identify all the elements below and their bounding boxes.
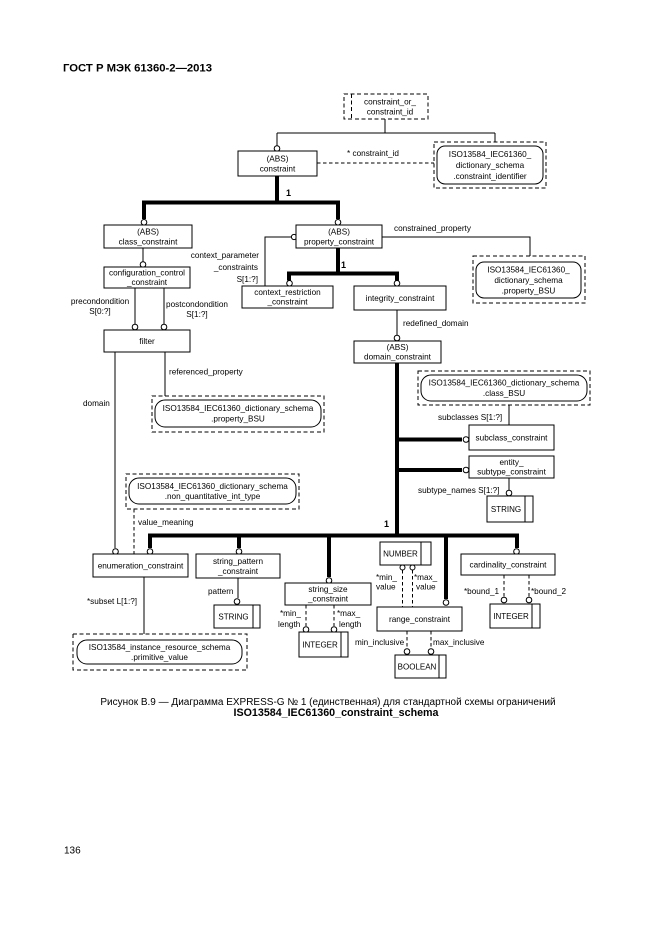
svg-text:_constraint: _constraint	[126, 278, 168, 287]
svg-text:ISO13584_IEC61360_: ISO13584_IEC61360_	[487, 265, 570, 274]
svg-text:subclasses S[1:?]: subclasses S[1:?]	[438, 413, 502, 422]
svg-text:ISO13584_IEC61360_dictionary_s: ISO13584_IEC61360_dictionary_schema	[429, 379, 580, 388]
svg-text:_constraint: _constraint	[266, 298, 308, 307]
svg-text:*min_: *min_	[280, 609, 301, 618]
svg-text:(ABS): (ABS)	[267, 154, 289, 163]
svg-text:subclass_constraint: subclass_constraint	[476, 433, 549, 442]
svg-text:BOOLEAN: BOOLEAN	[398, 662, 437, 671]
svg-text:value: value	[376, 583, 396, 592]
svg-text:Рисунок В.9 — Диаграмма EXPRES: Рисунок В.9 — Диаграмма EXPRESS-G № 1 (е…	[100, 697, 555, 708]
svg-text:136: 136	[64, 846, 81, 857]
svg-text:ISO13584_IEC61360_dictionary_s: ISO13584_IEC61360_dictionary_schema	[163, 404, 314, 413]
svg-text:context_restriction: context_restriction	[254, 288, 321, 297]
svg-text:1: 1	[341, 260, 346, 270]
svg-text:range_constraint: range_constraint	[389, 615, 451, 624]
svg-text:(ABS): (ABS)	[137, 227, 159, 236]
svg-text:*min_: *min_	[376, 573, 397, 582]
svg-text:value: value	[416, 583, 436, 592]
svg-text:* constraint_id: * constraint_id	[347, 149, 399, 158]
svg-text:length: length	[339, 620, 362, 629]
svg-text:domain: domain	[83, 399, 110, 408]
svg-text:ISO13584_IEC61360_dictionary_s: ISO13584_IEC61360_dictionary_schema	[137, 482, 288, 491]
svg-text:value_meaning: value_meaning	[138, 518, 194, 527]
svg-text:INTEGER: INTEGER	[302, 640, 338, 649]
svg-text:cardinality_constraint: cardinality_constraint	[470, 560, 548, 569]
svg-text:constraint: constraint	[260, 164, 296, 173]
svg-text:subtype_names S[1:?]: subtype_names S[1:?]	[418, 486, 499, 495]
svg-text:(ABS): (ABS)	[328, 227, 350, 236]
svg-text:constraint_id: constraint_id	[367, 108, 414, 117]
svg-text:subtype_constraint: subtype_constraint	[477, 468, 546, 477]
svg-text:dictionary_schema: dictionary_schema	[494, 276, 563, 285]
svg-text:ГОСТ Р МЭК 61360-2—2013: ГОСТ Р МЭК 61360-2—2013	[63, 63, 212, 75]
svg-text:min_inclusive: min_inclusive	[355, 638, 405, 647]
svg-text:string_pattern: string_pattern	[213, 557, 264, 566]
svg-text:.primitive_value: .primitive_value	[131, 653, 188, 662]
svg-text:context_parameter: context_parameter	[191, 251, 260, 260]
svg-text:dictionary_schema: dictionary_schema	[456, 161, 525, 170]
svg-text:(ABS): (ABS)	[387, 343, 409, 352]
svg-text:*bound_2: *bound_2	[531, 587, 567, 596]
svg-text:*bound_1: *bound_1	[464, 587, 500, 596]
svg-text:referenced_property: referenced_property	[169, 368, 244, 377]
svg-text:_constraints: _constraints	[213, 263, 258, 272]
svg-text:entity_: entity_	[499, 458, 524, 467]
svg-text:configuration_control: configuration_control	[109, 269, 185, 278]
svg-text:STRING: STRING	[491, 505, 521, 514]
svg-text:domain_constraint: domain_constraint	[364, 353, 432, 362]
svg-text:.property_BSU: .property_BSU	[211, 415, 265, 424]
svg-text:property_constraint: property_constraint	[304, 237, 375, 246]
svg-text:postcondondition: postcondondition	[166, 300, 228, 309]
svg-text:length: length	[278, 620, 301, 629]
svg-text:enumeration_constraint: enumeration_constraint	[98, 561, 184, 570]
svg-text:*subset L[1:?]: *subset L[1:?]	[87, 597, 137, 606]
svg-text:_constraint: _constraint	[307, 595, 349, 604]
svg-text:.constraint_identifier: .constraint_identifier	[453, 172, 527, 181]
svg-text:1: 1	[286, 188, 291, 198]
svg-text:.property_BSU: .property_BSU	[502, 286, 556, 295]
svg-text:*max_: *max_	[337, 609, 361, 618]
svg-text:filter: filter	[139, 337, 155, 346]
svg-text:S[0:?]: S[0:?]	[89, 307, 110, 316]
svg-text:constraint_or_: constraint_or_	[364, 98, 416, 107]
svg-text:S[1:?]: S[1:?]	[237, 275, 258, 284]
svg-text:INTEGER: INTEGER	[493, 612, 529, 621]
svg-text:string_size: string_size	[308, 585, 348, 594]
svg-text:class_constraint: class_constraint	[119, 237, 178, 246]
svg-text:integrity_constraint: integrity_constraint	[366, 294, 435, 303]
svg-text:precondondition: precondondition	[71, 297, 130, 306]
svg-text:pattern: pattern	[208, 587, 234, 596]
svg-text:redefined_domain: redefined_domain	[403, 319, 469, 328]
svg-text:.class_BSU: .class_BSU	[483, 389, 525, 398]
svg-text:constrained_property: constrained_property	[394, 224, 472, 233]
svg-text:ISO13584_instance_resource_sch: ISO13584_instance_resource_schema	[89, 643, 231, 652]
svg-text:NUMBER: NUMBER	[383, 549, 418, 558]
svg-text:STRING: STRING	[218, 612, 248, 621]
svg-text:.non_quantitative_int_type: .non_quantitative_int_type	[165, 492, 261, 501]
svg-text:max_inclusive: max_inclusive	[433, 638, 485, 647]
svg-text:1: 1	[384, 519, 389, 529]
svg-text:_constraint: _constraint	[217, 567, 259, 576]
svg-text:ISO13584_IEC61360_: ISO13584_IEC61360_	[449, 150, 532, 159]
svg-text:S[1:?]: S[1:?]	[186, 310, 207, 319]
svg-text:ISO13584_IEC61360_constraint_s: ISO13584_IEC61360_constraint_schema	[234, 707, 440, 719]
svg-text:*max_: *max_	[414, 573, 438, 582]
